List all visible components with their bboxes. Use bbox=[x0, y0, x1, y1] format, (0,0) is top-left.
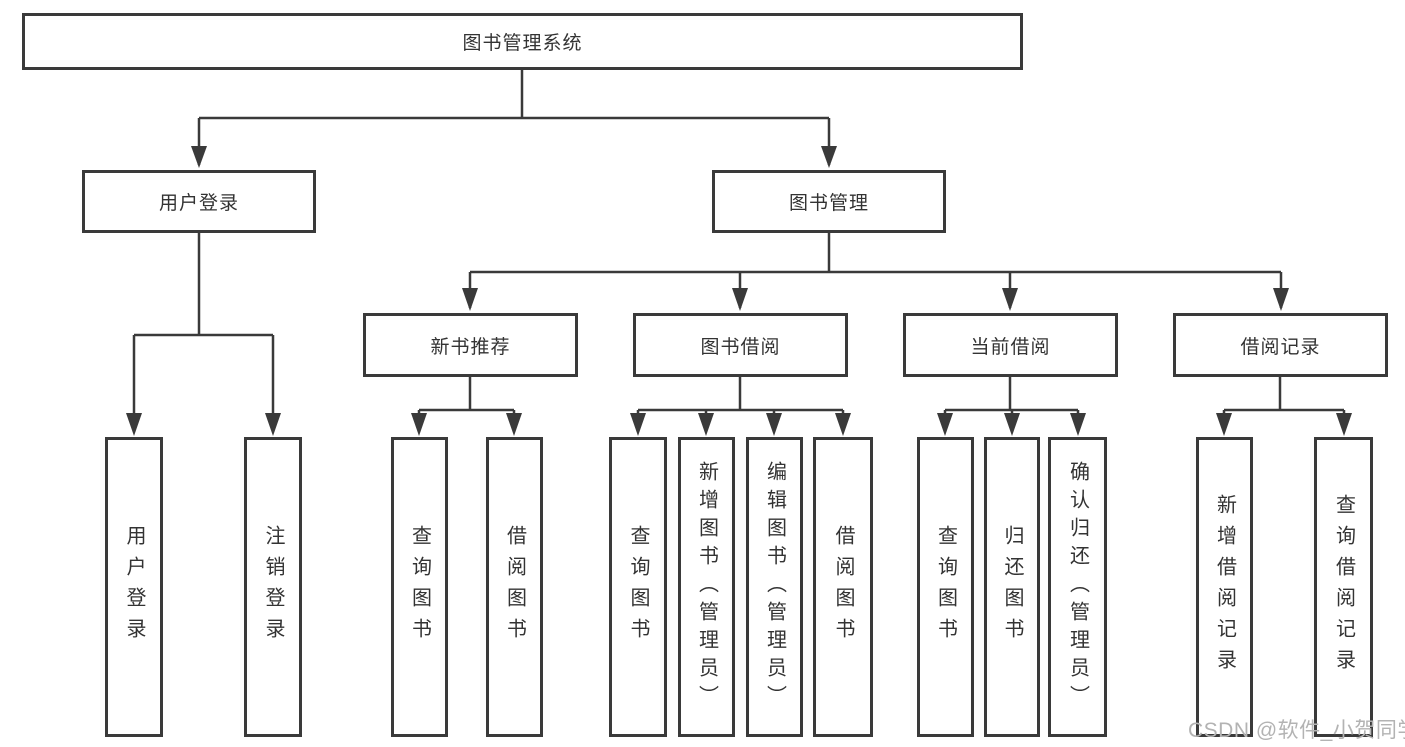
csdn-watermark: CSDN @软件_小贺同学 bbox=[1188, 719, 1405, 742]
node-leaf-confirm-return-admin: 确认归还（管理员） bbox=[1048, 437, 1107, 737]
connector-recommendation-branch bbox=[417, 377, 516, 432]
node-leaf-query-borrow-record: 查询借阅记录 bbox=[1314, 437, 1373, 737]
connector-root-branch bbox=[197, 69, 831, 165]
connector-user-login-branch bbox=[132, 233, 275, 432]
node-book-borrowing: 图书借阅 bbox=[633, 313, 848, 377]
node-leaf-query-books-borrowing: 查询图书 bbox=[609, 437, 667, 737]
node-leaf-user-login: 用户登录 bbox=[105, 437, 163, 737]
node-leaf-query-books-current: 查询图书 bbox=[917, 437, 974, 737]
node-leaf-borrow-books-recommend: 借阅图书 bbox=[486, 437, 543, 737]
node-book-management: 图书管理 bbox=[712, 170, 946, 233]
node-leaf-logout: 注销登录 bbox=[244, 437, 302, 737]
node-borrowing-records: 借阅记录 bbox=[1173, 313, 1388, 377]
node-leaf-borrow-books-borrowing: 借阅图书 bbox=[813, 437, 873, 737]
node-user-login: 用户登录 bbox=[82, 170, 316, 233]
connector-borrowing-branch bbox=[636, 377, 845, 432]
node-current-borrowing: 当前借阅 bbox=[903, 313, 1118, 377]
node-leaf-query-books-recommend: 查询图书 bbox=[391, 437, 448, 737]
node-leaf-add-borrow-record: 新增借阅记录 bbox=[1196, 437, 1253, 737]
node-leaf-edit-book-admin: 编辑图书（管理员） bbox=[746, 437, 803, 737]
connector-book-management-branch bbox=[468, 233, 1283, 308]
node-root: 图书管理系统 bbox=[22, 13, 1023, 70]
node-leaf-add-book-admin: 新增图书（管理员） bbox=[678, 437, 735, 737]
arrowhead-icons bbox=[126, 146, 1352, 436]
connector-records-branch bbox=[1222, 377, 1346, 432]
node-new-book-recommendation: 新书推荐 bbox=[363, 313, 578, 377]
node-leaf-return-books: 归还图书 bbox=[984, 437, 1040, 737]
